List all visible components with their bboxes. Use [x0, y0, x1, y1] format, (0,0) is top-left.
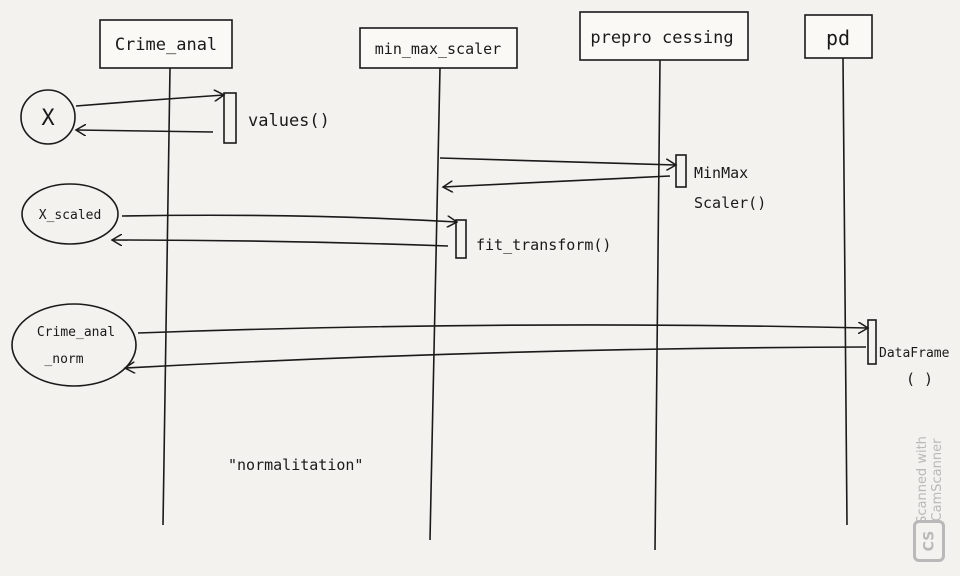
message-label: MinMax [694, 164, 748, 182]
actor-crime-anal-norm [11, 303, 137, 387]
lifeline-box-min-max-scaler [359, 27, 518, 69]
actor-label: _norm [44, 352, 83, 367]
lifeline-box-crime-anal [99, 19, 233, 69]
activation-values [223, 92, 237, 144]
lifeline-label: pd [826, 26, 850, 50]
activation-fit-transform [455, 219, 467, 259]
activation-minmaxscaler [675, 154, 687, 188]
lifeline-box-preprocessing [579, 11, 749, 61]
actor-x-scaled [21, 183, 119, 245]
message-fit-transform-call [121, 214, 457, 222]
watermark-logo-text: CS [921, 530, 937, 552]
actor-x [20, 89, 76, 145]
lifeline-pd [842, 57, 848, 526]
camscanner-watermark: Scanned with CamScanner CS [905, 410, 949, 562]
message-values-return [76, 130, 214, 132]
message-minmaxscaler-call [439, 157, 676, 165]
message-fit-transform-return [112, 240, 449, 247]
actor-label: Crime_anal [37, 325, 115, 340]
lifeline-label: min_max_scaler [375, 40, 501, 58]
lifeline-box-pd [804, 14, 873, 59]
actor-label: X_scaled [39, 208, 102, 223]
lifeline-crime-anal [162, 67, 171, 526]
message-label: DataFrame [879, 346, 950, 361]
lifeline-min-max-scaler [429, 67, 441, 541]
message-label: values() [248, 111, 330, 131]
activation-dataframe [867, 319, 877, 365]
lifeline-preprocessing [654, 59, 661, 551]
note-text: "normalitation" [228, 456, 363, 474]
message-label: Scaler() [694, 194, 766, 212]
message-values-call [75, 95, 224, 107]
lifeline-label: prepro cessing [590, 28, 733, 48]
message-label: fit_transform() [476, 236, 611, 254]
message-dataframe-return [125, 346, 867, 368]
camscanner-logo-icon: CS [913, 520, 945, 562]
message-label: ( ) [906, 370, 933, 388]
lifeline-label: Crime_anal [115, 35, 217, 55]
message-minmaxscaler-return [443, 175, 671, 187]
message-dataframe-call [137, 325, 868, 333]
actor-label: X [41, 106, 55, 131]
